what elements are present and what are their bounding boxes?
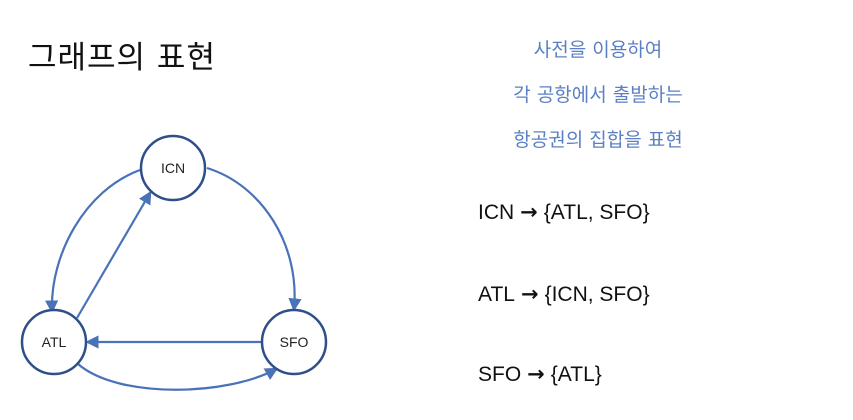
caption-line-2: 각 공항에서 출발하는	[513, 84, 683, 106]
edge-icn-to-atl	[45, 168, 141, 314]
edge-icn-to-sfo	[206, 166, 302, 312]
mapping-value: {ATL}	[550, 363, 602, 386]
mapping-atl: ATL→{ICN, SFO}	[478, 282, 650, 307]
node-sfo: SFO	[260, 308, 328, 376]
right-arrow-icon: →	[520, 200, 538, 224]
node-atl: ATL	[20, 308, 88, 376]
edge-atl-to-sfo	[77, 363, 279, 391]
node-sfo-label: SFO	[280, 334, 309, 350]
edge-atl-to-icn	[76, 190, 152, 319]
caption-text: 사전을 이용하여 각 공항에서 출발하는 항공권의 집합을 표현	[478, 28, 718, 163]
node-icn-label: ICN	[161, 160, 185, 176]
node-icn: ICN	[139, 134, 207, 202]
mapping-key: ICN	[478, 201, 515, 224]
mapping-key: SFO	[478, 363, 522, 386]
caption-line-1: 사전을 이용하여	[533, 39, 663, 61]
right-arrow-icon: →	[520, 282, 539, 306]
slide-title: 그래프의 표현	[28, 40, 216, 76]
mapping-value: {ATL, SFO}	[543, 201, 650, 224]
node-atl-label: ATL	[42, 334, 67, 350]
mapping-icn: ICN→{ATL, SFO}	[478, 200, 650, 225]
caption-line-3: 항공권의 집합을 표현	[513, 129, 683, 151]
mapping-key: ATL	[478, 283, 515, 306]
mapping-sfo: SFO→{ATL}	[478, 362, 602, 387]
mapping-value: {ICN, SFO}	[544, 283, 650, 306]
right-arrow-icon: →	[527, 362, 545, 386]
